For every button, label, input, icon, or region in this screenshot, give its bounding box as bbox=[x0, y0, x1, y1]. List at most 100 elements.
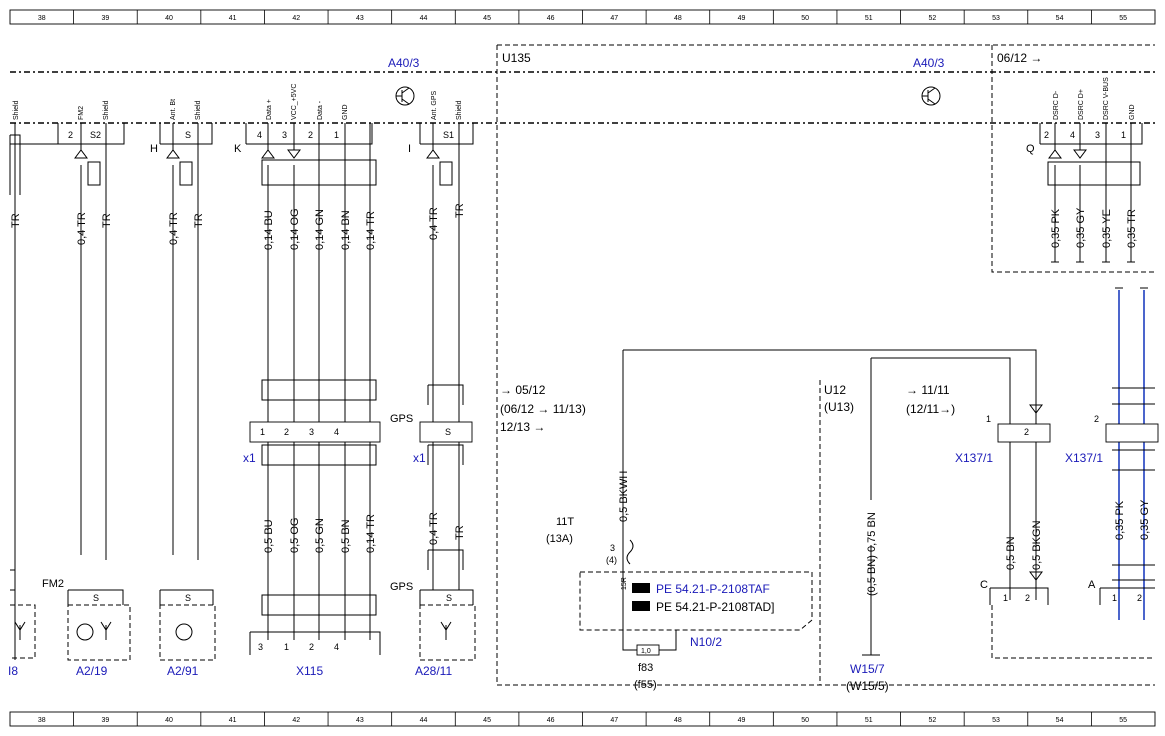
ruler-column-label: 55 bbox=[1119, 717, 1127, 724]
wire-label: 0,4 TR bbox=[76, 212, 88, 245]
pin-number: 4 bbox=[334, 427, 339, 437]
ruler-column-label: 50 bbox=[801, 15, 809, 22]
wire-label: 0,5 BKGN bbox=[1031, 520, 1043, 570]
pin-number: 1 bbox=[1121, 130, 1126, 140]
ruler-column-label: 51 bbox=[865, 717, 873, 724]
ref-1211: (12/11→) bbox=[906, 402, 955, 416]
a40-label-right: A40/3 bbox=[913, 56, 945, 70]
pin-number: 1 bbox=[284, 642, 289, 652]
pin-number: 2 bbox=[1044, 130, 1049, 140]
pe-ref-text[interactable]: PE 54.21-P-2108TAD] bbox=[656, 600, 775, 614]
usb-subframe bbox=[991, 45, 1155, 273]
pin-number: 2 bbox=[284, 427, 289, 437]
ruler-column-label: 52 bbox=[928, 717, 936, 724]
connector-h-top: H S bbox=[150, 123, 213, 155]
ruler-column-label: 48 bbox=[674, 15, 682, 22]
shield-lines bbox=[9, 134, 1155, 616]
ruler-column-label: 45 bbox=[483, 717, 491, 724]
pin-label-dsrc-dplus: DSRC D+ bbox=[1078, 89, 1085, 120]
a2-19-label: A2/19 bbox=[76, 664, 108, 678]
x137-label: X137/1 bbox=[955, 451, 993, 465]
amplifier-symbol-right bbox=[921, 86, 941, 106]
pin-number: S bbox=[93, 593, 99, 603]
wire-label: 0,14 GN bbox=[314, 209, 326, 250]
pin-number: 1 bbox=[334, 130, 339, 140]
connector-fm2-top: 2 S2 bbox=[10, 123, 125, 145]
pin-number: 1 bbox=[260, 427, 265, 437]
pin-label-ant-bt: Ant. Bt bbox=[170, 99, 177, 120]
a28-11-box bbox=[419, 604, 476, 661]
pin-label-shield: Shield bbox=[13, 100, 20, 120]
pin-number: 2 bbox=[68, 130, 73, 140]
pin-label-dsrc-vbus: DSRC V-BUS bbox=[1103, 77, 1110, 120]
pin-number: 3 bbox=[1095, 130, 1100, 140]
fuse-f55: (f55) bbox=[634, 679, 657, 691]
wire-label: 0,35 PK bbox=[1050, 208, 1062, 248]
pin-number: (4) bbox=[606, 555, 617, 565]
ruler-column-label: 42 bbox=[292, 15, 300, 22]
connector-x1-right: S GPS x1 bbox=[390, 413, 473, 465]
ref-1111: → 11/11 bbox=[906, 383, 950, 397]
components-bottom bbox=[10, 604, 1155, 661]
pin-label-fm2: FM2 bbox=[78, 106, 85, 120]
usb-module-box bbox=[991, 605, 1155, 659]
n10-2-module: 11T (13A) 3 (4) 15R 1,0 f83 (f55) N10/2 … bbox=[546, 516, 813, 691]
pin-number: 3 bbox=[610, 543, 615, 553]
pin-label-gnd: GND bbox=[342, 104, 349, 120]
pin-number: 3 bbox=[309, 427, 314, 437]
ref-0512: → 05/12 bbox=[500, 383, 546, 397]
ruler-column-label: 41 bbox=[229, 15, 237, 22]
pin-label-gnd: GND bbox=[1129, 104, 1136, 120]
wire-labels-bottom: 0,5 BU 0,5 OG 0,5 GN 0,5 BN 0,14 TR 0,4 … bbox=[263, 471, 1151, 596]
component-labels: I8 A2/19 A2/91 X115 A28/11 W15/7 bbox=[8, 662, 885, 678]
ruler-column-label: 51 bbox=[865, 15, 873, 22]
x1-label: x1 bbox=[243, 451, 256, 465]
ruler-column-label: 38 bbox=[38, 717, 46, 724]
antenna-icon bbox=[100, 621, 112, 640]
ruler-column-label: 50 bbox=[801, 717, 809, 724]
a2-91-label: A2/91 bbox=[167, 664, 199, 678]
gps-label: GPS bbox=[390, 413, 413, 425]
antenna-icon bbox=[440, 621, 452, 640]
wire-label: TR bbox=[193, 213, 205, 228]
connector-x137-left: 1 2 X137/1 bbox=[955, 414, 1051, 465]
ruler-column-label: 44 bbox=[420, 15, 428, 22]
ruler-column-label: 54 bbox=[1056, 717, 1064, 724]
x115-label: X115 bbox=[296, 664, 323, 678]
connector-letter-c: C bbox=[980, 579, 988, 591]
ruler-column-label: 49 bbox=[738, 15, 746, 22]
wire-label: TR bbox=[101, 213, 113, 228]
ruler-column-label: 46 bbox=[547, 717, 555, 724]
antenna-icon bbox=[14, 621, 26, 640]
wire-label: 0,35 GY bbox=[1075, 207, 1087, 248]
ruler-column-label: 52 bbox=[928, 15, 936, 22]
ruler-column-label: 40 bbox=[165, 717, 173, 724]
pe-ref-link-1[interactable]: PE 54.21-P-2108TAF bbox=[632, 582, 770, 596]
pin-number: 2 bbox=[309, 642, 314, 652]
ruler-column-label: 43 bbox=[356, 15, 364, 22]
a2-19-box bbox=[67, 604, 131, 661]
x137-label: X137/1 bbox=[1065, 451, 1103, 465]
wire-label: 0,5 BKWH bbox=[618, 471, 630, 522]
wire-label: 0,14 TR bbox=[365, 211, 377, 250]
connector-letter-i: I bbox=[408, 143, 411, 155]
pe-ref-text[interactable]: PE 54.21-P-2108TAF bbox=[656, 582, 770, 596]
a28-11-label: A28/11 bbox=[415, 664, 452, 678]
i8-label: I8 bbox=[8, 664, 18, 678]
pe-ref-link-2[interactable]: PE 54.21-P-2108TAD] bbox=[632, 600, 775, 614]
wire-label: 0,5 OG bbox=[289, 518, 301, 553]
wire-label: 0,14 BN bbox=[340, 210, 352, 250]
ruler-column-label: 42 bbox=[292, 717, 300, 724]
wire-label: 0,4 TR bbox=[168, 212, 180, 245]
pin-number: 1 bbox=[1003, 593, 1008, 603]
pin-label-vcc: VCC_+5VC bbox=[291, 84, 298, 120]
pin-number: S1 bbox=[443, 130, 454, 140]
pin-number: S2 bbox=[90, 130, 101, 140]
pin-number: 4 bbox=[257, 130, 262, 140]
wire-label: 0,14 TR bbox=[365, 514, 377, 553]
w15-7-label: W15/7 bbox=[850, 662, 885, 676]
amplifier-symbol-left bbox=[395, 86, 415, 106]
ruler-column-label: 47 bbox=[610, 15, 618, 22]
